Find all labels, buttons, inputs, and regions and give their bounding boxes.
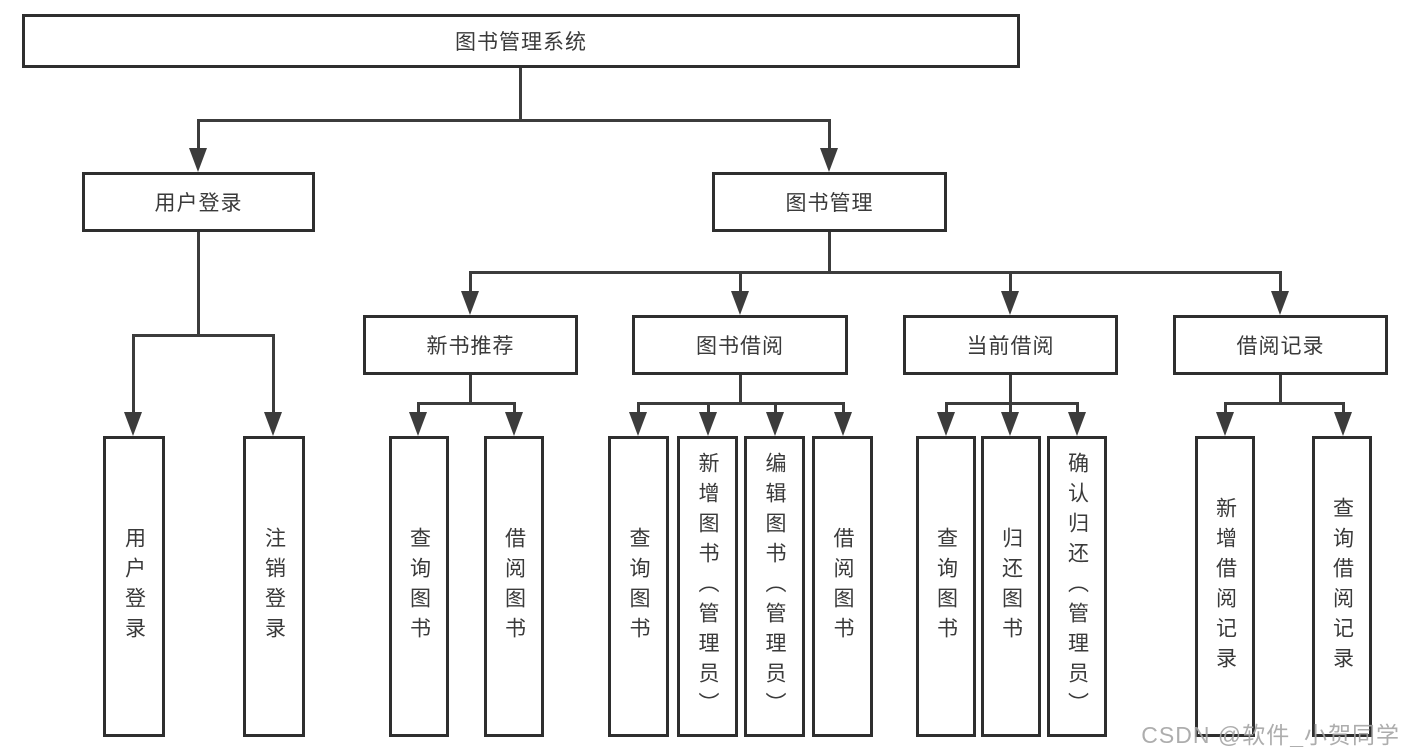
connector-line [1009, 271, 1012, 295]
leaf-cb-query-books-label: 查询图书 [934, 526, 958, 647]
arrowhead-icon [937, 412, 955, 436]
connector-line [1224, 402, 1227, 414]
node-new-book-recommend: 新书推荐 [363, 315, 578, 375]
node-book-management-label: 图书管理 [785, 192, 874, 215]
connector-line [417, 402, 516, 405]
node-new-book-recommend-label: 新书推荐 [426, 335, 515, 358]
leaf-br-query-record-label: 查询借阅记录 [1330, 496, 1354, 677]
connector-line [945, 402, 1079, 405]
node-book-borrow-label: 图书借阅 [696, 335, 784, 358]
node-root: 图书管理系统 [22, 14, 1020, 68]
arrowhead-icon [1068, 412, 1086, 436]
leaf-cb-confirm-return-admin: 确认归还（管理员） [1047, 436, 1107, 737]
connector-line [637, 402, 640, 414]
connector-line [417, 402, 420, 414]
connector-line [132, 334, 135, 414]
leaf-bb-edit-books-admin: 编辑图书（管理员） [744, 436, 805, 737]
connector-line [197, 119, 831, 122]
arrowhead-icon [409, 412, 427, 436]
arrowhead-icon [189, 148, 207, 172]
node-borrow-records: 借阅记录 [1173, 315, 1388, 375]
connector-line [739, 271, 742, 295]
node-book-borrow: 图书借阅 [632, 315, 848, 375]
leaf-bb-add-books-admin-label: 新增图书（管理员） [696, 451, 719, 722]
arrowhead-icon [1334, 412, 1352, 436]
leaf-cb-query-books: 查询图书 [916, 436, 976, 737]
leaf-bb-query-books: 查询图书 [608, 436, 669, 737]
connector-line [513, 402, 516, 414]
arrowhead-icon [766, 412, 784, 436]
leaf-bb-add-books-admin: 新增图书（管理员） [677, 436, 738, 737]
node-user-login-label: 用户登录 [154, 192, 243, 215]
connector-line [132, 334, 274, 337]
connector-line [469, 271, 1281, 274]
connector-line [739, 374, 742, 405]
connector-line [1224, 402, 1344, 405]
connector-line [842, 402, 845, 414]
leaf-br-query-record: 查询借阅记录 [1312, 436, 1372, 737]
leaf-nbr-borrow-books: 借阅图书 [484, 436, 544, 737]
connector-line [469, 271, 472, 295]
node-borrow-records-label: 借阅记录 [1236, 335, 1325, 358]
arrowhead-icon [1001, 412, 1019, 436]
leaf-cb-return-books: 归还图书 [981, 436, 1041, 737]
node-current-borrow: 当前借阅 [903, 315, 1118, 375]
connector-line [1009, 374, 1012, 405]
connector-line [469, 374, 472, 405]
arrowhead-icon [820, 148, 838, 172]
connector-line [197, 232, 200, 334]
connector-line [828, 119, 831, 151]
arrowhead-icon [1001, 291, 1019, 315]
connector-line [1076, 402, 1079, 414]
leaf-user-login: 用户登录 [103, 436, 165, 737]
arrowhead-icon [1216, 412, 1234, 436]
arrowhead-icon [731, 291, 749, 315]
watermark-text: CSDN @软件_小贺同学 [1141, 722, 1400, 747]
arrowhead-icon [1271, 291, 1289, 315]
node-current-borrow-label: 当前借阅 [966, 335, 1055, 358]
node-book-management: 图书管理 [712, 172, 947, 232]
leaf-br-add-record-label: 新增借阅记录 [1213, 496, 1237, 677]
leaf-cb-confirm-return-admin-label: 确认归还（管理员） [1065, 451, 1089, 722]
leaf-bb-borrow-books-label: 借阅图书 [831, 526, 854, 647]
connector-line [1279, 374, 1282, 405]
leaf-user-login-label: 用户登录 [122, 526, 146, 647]
leaf-cb-return-books-label: 归还图书 [999, 526, 1023, 647]
arrowhead-icon [834, 412, 852, 436]
connector-line [774, 402, 777, 414]
connector-line [1342, 402, 1345, 414]
leaf-nbr-borrow-books-label: 借阅图书 [502, 526, 526, 647]
leaf-bb-query-books-label: 查询图书 [627, 526, 650, 647]
arrowhead-icon [505, 412, 523, 436]
arrowhead-icon [124, 412, 142, 436]
arrowhead-icon [264, 412, 282, 436]
leaf-nbr-query-books-label: 查询图书 [407, 526, 431, 647]
connector-line [945, 402, 948, 414]
connector-line [519, 68, 522, 119]
connector-line [1009, 402, 1012, 414]
connector-line [1279, 271, 1282, 295]
leaf-logout-login: 注销登录 [243, 436, 305, 737]
node-root-label: 图书管理系统 [455, 31, 587, 54]
connector-line [637, 402, 844, 405]
connector-line [828, 232, 831, 271]
arrowhead-icon [699, 412, 717, 436]
leaf-bb-edit-books-admin-label: 编辑图书（管理员） [763, 451, 786, 722]
node-user-login: 用户登录 [82, 172, 315, 232]
leaf-bb-borrow-books: 借阅图书 [812, 436, 873, 737]
connector-line [197, 119, 200, 151]
arrowhead-icon [461, 291, 479, 315]
arrowhead-icon [629, 412, 647, 436]
leaf-logout-login-label: 注销登录 [262, 526, 286, 647]
connector-line [707, 402, 710, 414]
leaf-br-add-record: 新增借阅记录 [1195, 436, 1255, 737]
leaf-nbr-query-books: 查询图书 [389, 436, 449, 737]
connector-line [272, 334, 275, 414]
